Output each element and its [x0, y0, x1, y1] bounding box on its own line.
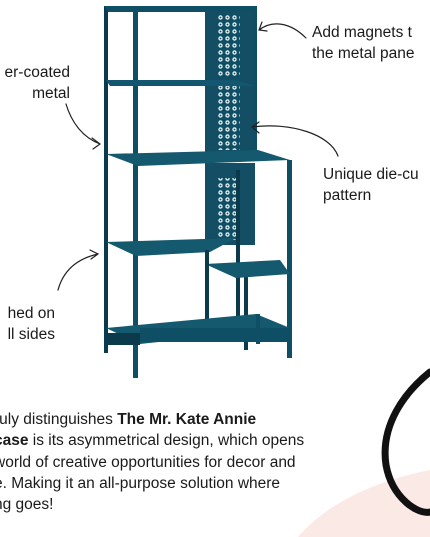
shelf-4 — [106, 238, 236, 256]
arrow-finished — [57, 249, 100, 291]
callout-finished-sides: hed on ll sides — [7, 305, 55, 343]
shelf-2 — [106, 80, 256, 86]
black-swoosh-decoration — [381, 368, 430, 516]
product-description: ruly distinguishes The Mr. Kate Annie ca… — [0, 409, 354, 515]
description-line-4: e. Making it an all-purpose solution whe… — [0, 474, 281, 492]
arrow-powder — [65, 103, 102, 150]
description-line-1: ruly distinguishes The Mr. Kate Annie — [0, 411, 257, 428]
description-line-5: ng goes! — [0, 496, 54, 514]
arrow-magnets — [258, 21, 307, 39]
arrow-diecut — [251, 121, 339, 157]
description-line-3: world of creative opportunities for deco… — [0, 453, 296, 471]
upright-right — [287, 160, 292, 358]
description-line-2: case is its asymmetrical design, which o… — [0, 432, 305, 450]
callout-die-cut: Unique die-cu pattern — [323, 166, 419, 204]
bookcase — [104, 6, 292, 378]
shelf-top — [104, 6, 257, 12]
upright-left — [133, 6, 138, 378]
shelf-3 — [106, 150, 290, 166]
shelf-side-step — [205, 260, 290, 278]
callout-powder-coated: er-coated metal — [4, 64, 70, 102]
callout-magnets: Add magnets t the metal pane — [312, 24, 415, 62]
